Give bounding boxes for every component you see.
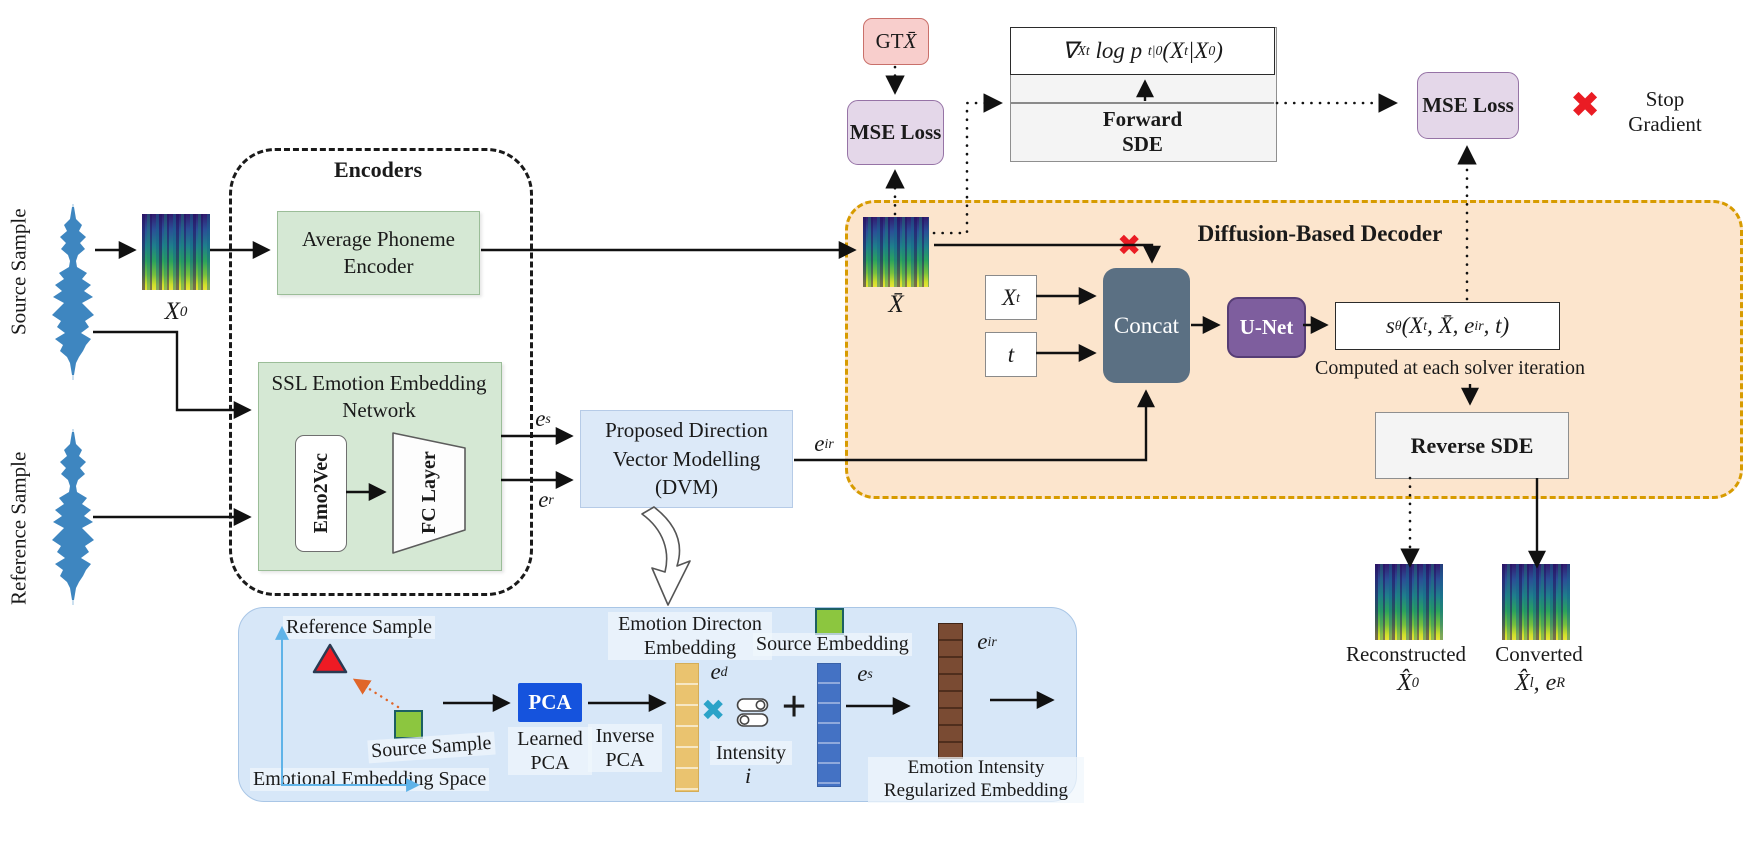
stop-gradient-x-on-line: ✖ [1117, 228, 1142, 262]
xbar-label: X̄ [888, 291, 904, 318]
intensity-slider-icon [736, 698, 769, 727]
converted-label: Converted [1495, 641, 1583, 666]
mse-loss-right: MSE Loss [1417, 72, 1519, 139]
mse-loss-left: MSE Loss [847, 100, 944, 165]
inverse-pca-label: Inverse PCA [588, 724, 662, 772]
xbar-spectrogram [863, 217, 929, 287]
emo2vec-label: Emo2Vec [309, 453, 332, 534]
decoder-title: Diffusion-Based Decoder [1197, 221, 1443, 246]
converted-spectrogram [1502, 564, 1570, 640]
source-embedding-column [817, 663, 841, 787]
source-square-marker [394, 710, 423, 739]
reconstructed-math: X̂0 [1397, 669, 1419, 696]
direction-embedding-title: Emotion Directon Embedding [608, 612, 772, 660]
regularized-embedding-column [938, 623, 963, 759]
avg-phoneme-encoder-box: Average Phoneme Encoder [277, 211, 480, 295]
source-sample-label: Source Sample [6, 208, 31, 336]
reconstructed-spectrogram [1375, 564, 1443, 640]
x0-spectrogram [142, 214, 210, 290]
reconstructed-label: Reconstructed [1345, 641, 1467, 666]
direction-embedding-column [675, 663, 699, 792]
intensity-i-label: i [744, 763, 752, 788]
unet-box: U-Net [1227, 297, 1306, 358]
encoders-title: Encoders [334, 157, 422, 182]
intensity-label: Intensity [710, 741, 792, 765]
reference-triangle-marker [312, 643, 348, 674]
t-box: t [985, 332, 1037, 377]
plus-icon: + [781, 681, 807, 731]
pca-box: PCA [518, 683, 582, 722]
source-embedding-square [815, 608, 844, 635]
ssl-emotion-network-title: SSL Emotion Embedding Network [271, 370, 487, 422]
multiply-icon: ✖ [701, 693, 726, 727]
source-waveform [52, 204, 94, 380]
stop-gradient-legend-icon: ✖ [1570, 85, 1601, 126]
concat-box: Concat [1103, 268, 1190, 383]
solver-note: Computed at each solver iteration [1315, 356, 1585, 379]
fc-layer-label-wrap: FC Layer [396, 438, 462, 548]
emo2vec-box: Emo2Vec [295, 435, 347, 552]
reverse-sde-box: Reverse SDE [1375, 412, 1569, 479]
stop-gradient-legend-label: Stop Gradient [1628, 86, 1702, 136]
reference-sample-label: Reference Sample [6, 451, 31, 605]
curved-callout-arrow [641, 506, 691, 606]
learned-pca-label: Learned PCA [508, 727, 592, 775]
source-embedding-label: Source Embedding [753, 633, 912, 656]
gt-xbar-box: GT X̄ [863, 18, 929, 65]
reference-waveform [52, 429, 94, 605]
panel-reference-sample-label: Reference Sample [283, 616, 436, 639]
fc-layer-label: FC Layer [417, 451, 440, 535]
dvm-box: Proposed Direction Vector Modelling (DVM… [580, 410, 793, 508]
regularized-embedding-label: Emotion Intensity Regularized Embedding [868, 757, 1084, 803]
fc-layer-trapezoid [392, 432, 466, 554]
forward-sde-label: Forward SDE [1102, 106, 1183, 156]
embedding-space-label: Emotional Embedding Space [250, 768, 490, 791]
